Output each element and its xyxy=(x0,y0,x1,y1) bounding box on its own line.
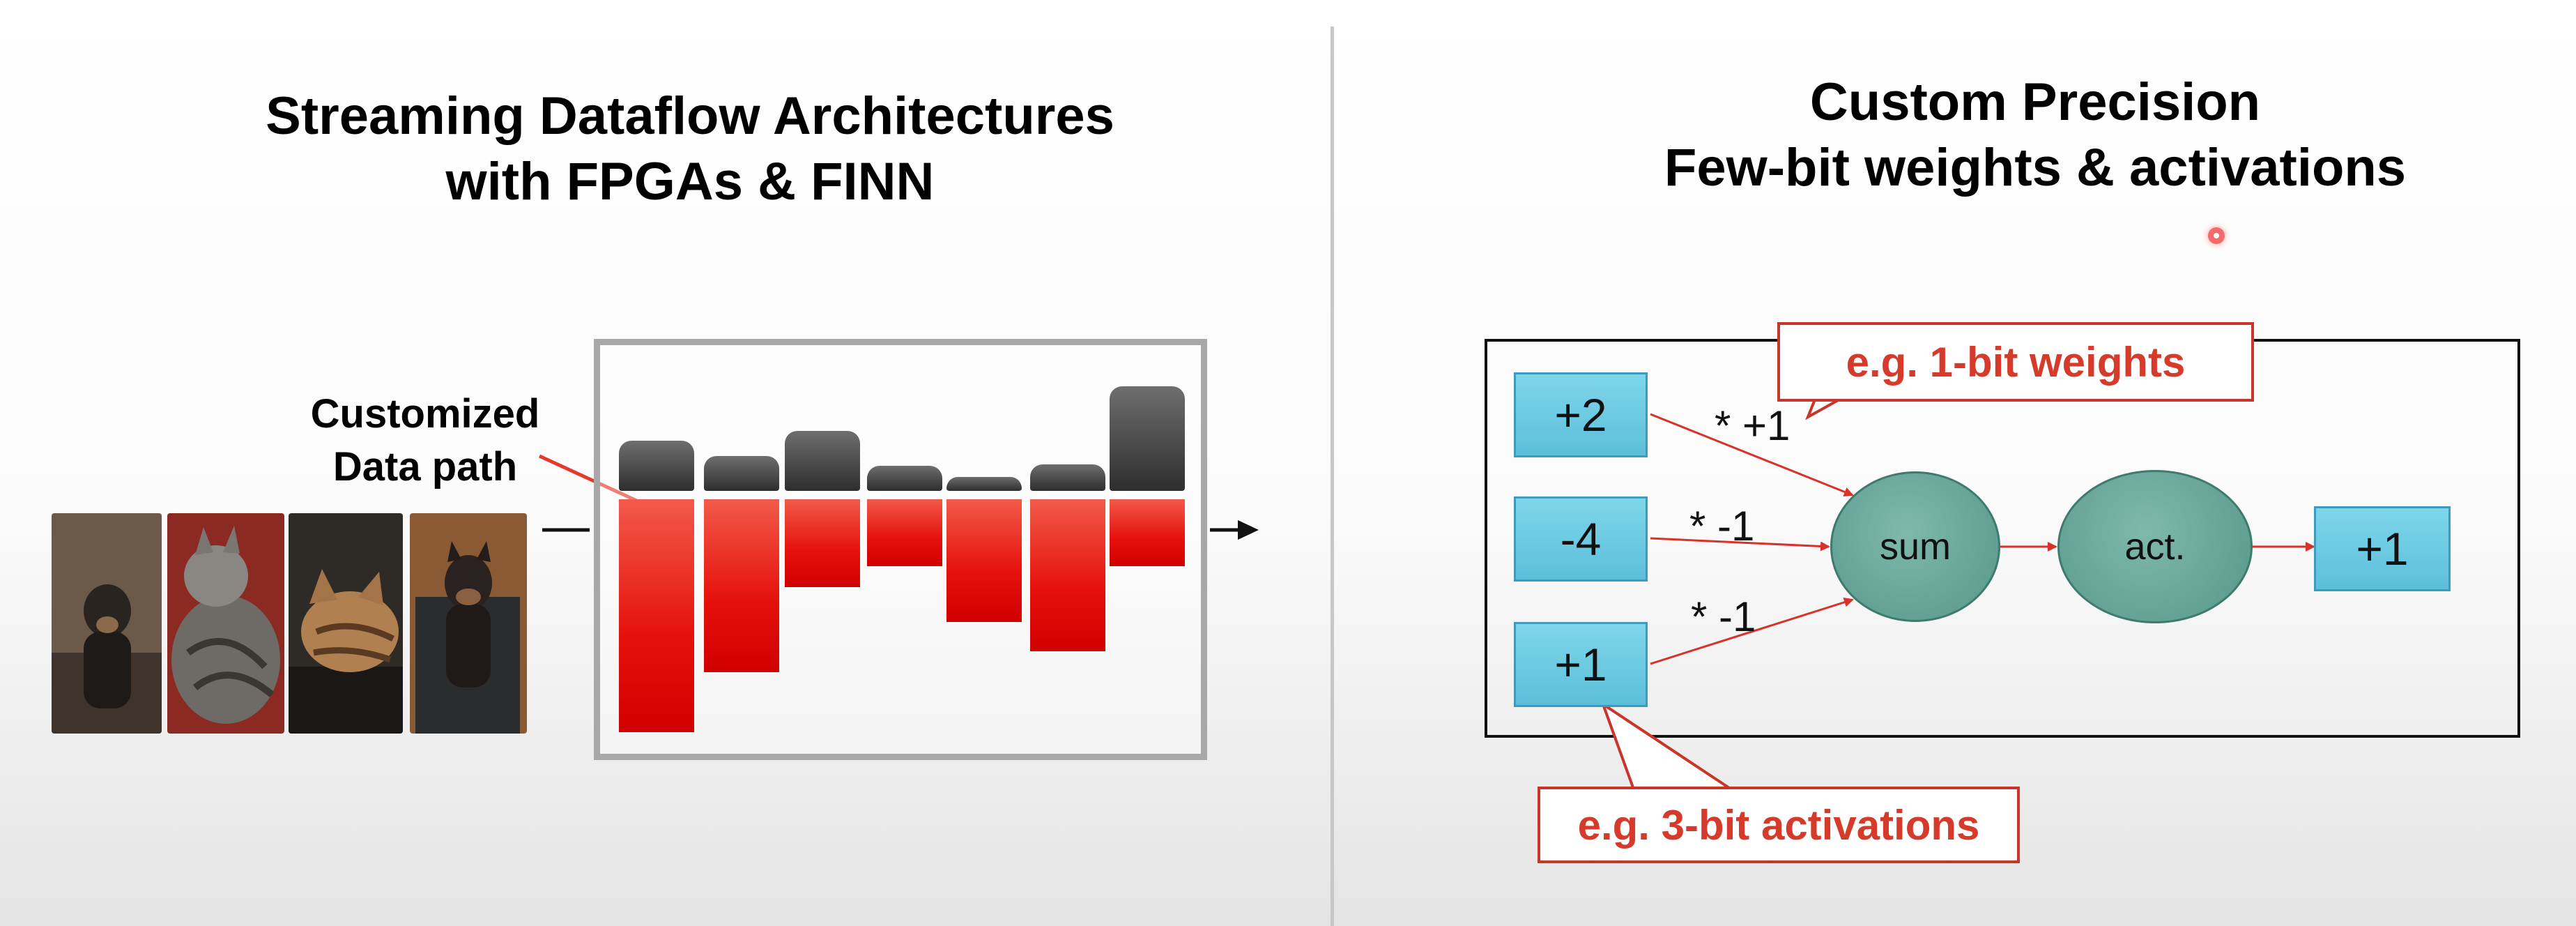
layer-1-compute-bar xyxy=(619,441,694,491)
input-node-1: +2 xyxy=(1514,372,1648,457)
left-title: Streaming Dataflow Architectures with FP… xyxy=(139,84,1241,215)
activation-node: act. xyxy=(2057,470,2253,623)
weights-callout: e.g. 1-bit weights xyxy=(1777,322,2254,402)
layer-2-memory-bar xyxy=(704,499,779,672)
input-photo-dog-2 xyxy=(410,513,527,734)
right-title-line2: Few-bit weights & activations xyxy=(1664,138,2407,197)
sum-node: sum xyxy=(1830,471,2000,622)
layer-4-memory-bar xyxy=(867,499,942,566)
output-arrow-head xyxy=(1238,520,1259,540)
output-node: +1 xyxy=(2314,506,2451,591)
edge-input-3 xyxy=(1650,597,1854,665)
datapath-label-line1: Customized xyxy=(310,391,540,437)
left-title-line1: Streaming Dataflow Architectures xyxy=(266,86,1114,146)
layer-3-compute-bar xyxy=(785,431,860,491)
right-title: Custom Precision Few-bit weights & activ… xyxy=(1519,70,2551,201)
weight-label-1: * +1 xyxy=(1715,402,1791,449)
input-photo-dog-1 xyxy=(52,513,162,734)
edge-input-1 xyxy=(1650,413,1854,497)
input-node-3: +1 xyxy=(1514,622,1648,707)
left-title-line2: with FPGAs & FINN xyxy=(445,152,935,211)
panel-divider xyxy=(1331,26,1334,926)
layer-7-compute-bar xyxy=(1110,386,1185,491)
layer-7-memory-bar xyxy=(1110,499,1185,566)
input-node-2: -4 xyxy=(1514,496,1648,582)
datapath-label-line2: Data path xyxy=(332,444,518,489)
weight-label-3: * -1 xyxy=(1691,593,1756,640)
edge-input-2 xyxy=(1650,537,1830,552)
layer-6-memory-bar xyxy=(1030,499,1105,651)
layer-5-memory-bar xyxy=(946,499,1022,622)
activations-callout-tail xyxy=(1600,700,1736,791)
activations-callout: e.g. 3-bit activations xyxy=(1538,787,2020,863)
laser-pointer-dot xyxy=(2208,227,2225,244)
input-photo-cat-1 xyxy=(167,513,284,734)
right-title-line1: Custom Precision xyxy=(1809,73,2261,132)
datapath-label: Customized Data path xyxy=(265,388,585,494)
weight-label-2: * -1 xyxy=(1689,503,1755,549)
layer-3-memory-bar xyxy=(785,499,860,587)
layer-2-compute-bar xyxy=(704,456,779,491)
layer-4-compute-bar xyxy=(867,466,942,491)
input-photo-cat-2 xyxy=(289,513,403,734)
layer-1-memory-bar xyxy=(619,499,694,732)
layer-5-compute-bar xyxy=(946,477,1022,491)
layer-6-compute-bar xyxy=(1030,464,1105,491)
